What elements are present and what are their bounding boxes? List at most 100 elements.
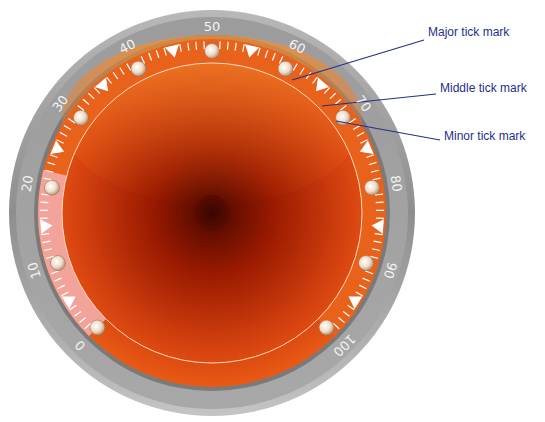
minor-tick <box>61 292 68 296</box>
major-tick <box>205 44 220 59</box>
minor-tick <box>348 305 355 309</box>
minor-tick <box>324 88 329 94</box>
minor-tick <box>369 162 377 164</box>
minor-tick <box>44 249 52 251</box>
minor-tick <box>149 53 152 60</box>
major-tick <box>73 110 88 125</box>
minor-tick <box>56 140 63 143</box>
minor-tick <box>272 53 275 60</box>
minor-tick <box>107 77 112 83</box>
minor-tick <box>43 241 51 242</box>
minor-tick <box>366 155 374 158</box>
minor-tick <box>94 88 99 94</box>
minor-tick <box>343 311 349 316</box>
minor-tick <box>40 202 48 204</box>
middle-tick <box>40 219 52 234</box>
minor-tick <box>46 256 54 258</box>
scale-number: 50 <box>204 20 221 33</box>
minor-tick <box>113 72 118 79</box>
major-tick <box>278 61 293 76</box>
minor-tick <box>258 48 260 56</box>
minor-tick <box>188 43 189 51</box>
minor-tick <box>353 125 360 129</box>
minor-tick <box>85 323 91 328</box>
minor-tick <box>374 241 382 242</box>
minor-tick <box>349 119 356 123</box>
minor-tick <box>58 285 65 289</box>
major-tick <box>319 320 334 335</box>
minor-tick <box>235 43 236 51</box>
minor-tick <box>79 318 85 323</box>
minor-tick <box>376 210 384 211</box>
minor-tick <box>340 105 346 110</box>
minor-tick <box>120 68 124 75</box>
band-inner-line <box>62 63 362 363</box>
minor-tick <box>40 218 48 219</box>
minor-tick <box>376 218 384 219</box>
minor-tick <box>164 48 166 56</box>
minor-tick <box>375 234 383 235</box>
minor-tick <box>371 170 379 172</box>
minor-tick <box>64 125 71 129</box>
major-tick <box>365 180 380 195</box>
minor-tick <box>359 285 366 289</box>
minor-tick <box>156 50 159 58</box>
minor-tick <box>219 41 221 49</box>
minor-tick <box>45 170 53 172</box>
minor-tick <box>54 278 61 281</box>
scale-band <box>38 39 386 336</box>
minor-tick <box>88 93 94 99</box>
middle-tick <box>316 78 329 92</box>
middle-tick <box>50 141 64 154</box>
major-tick <box>50 256 65 271</box>
minor-tick <box>293 64 297 71</box>
callout-label: Middle tick mark <box>440 82 527 95</box>
minor-tick <box>357 133 364 137</box>
minor-tick <box>180 44 181 52</box>
minor-tick <box>203 41 205 49</box>
minor-tick <box>363 278 370 281</box>
minor-tick <box>227 42 229 50</box>
minor-tick <box>372 249 380 251</box>
minor-tick <box>41 234 49 235</box>
minor-tick <box>78 105 84 110</box>
minor-tick <box>50 155 58 158</box>
minor-tick <box>330 93 336 99</box>
minor-tick <box>300 68 304 75</box>
callout-label: Minor tick mark <box>444 130 525 143</box>
minor-tick <box>195 42 197 50</box>
middle-tick <box>348 297 362 309</box>
minor-tick <box>74 311 80 316</box>
minor-tick <box>83 99 89 104</box>
minor-tick <box>375 194 383 196</box>
middle-tick <box>95 78 108 92</box>
middle-tick <box>245 44 259 57</box>
minor-tick <box>376 202 384 204</box>
major-tick <box>359 256 374 271</box>
minor-tick <box>141 56 144 63</box>
minor-tick <box>40 210 48 211</box>
scale-number: 20 <box>20 175 35 193</box>
middle-tick <box>372 219 384 234</box>
minor-tick <box>127 64 131 71</box>
scale-number: 80 <box>389 175 404 193</box>
middle-tick <box>165 44 179 57</box>
callout-label: Major tick mark <box>428 26 509 39</box>
minor-tick <box>44 178 52 180</box>
minor-tick <box>243 44 244 52</box>
minor-tick <box>48 162 56 164</box>
minor-tick <box>60 133 67 137</box>
middle-tick <box>360 141 374 154</box>
minor-tick <box>373 178 381 180</box>
major-tick <box>131 61 146 76</box>
minor-tick <box>356 292 363 296</box>
major-tick <box>90 320 105 335</box>
minor-tick <box>338 318 344 323</box>
low-range-band <box>38 170 106 336</box>
minor-tick <box>51 271 58 274</box>
minor-tick <box>313 77 318 83</box>
minor-tick <box>265 50 268 58</box>
middle-tick <box>62 297 76 309</box>
